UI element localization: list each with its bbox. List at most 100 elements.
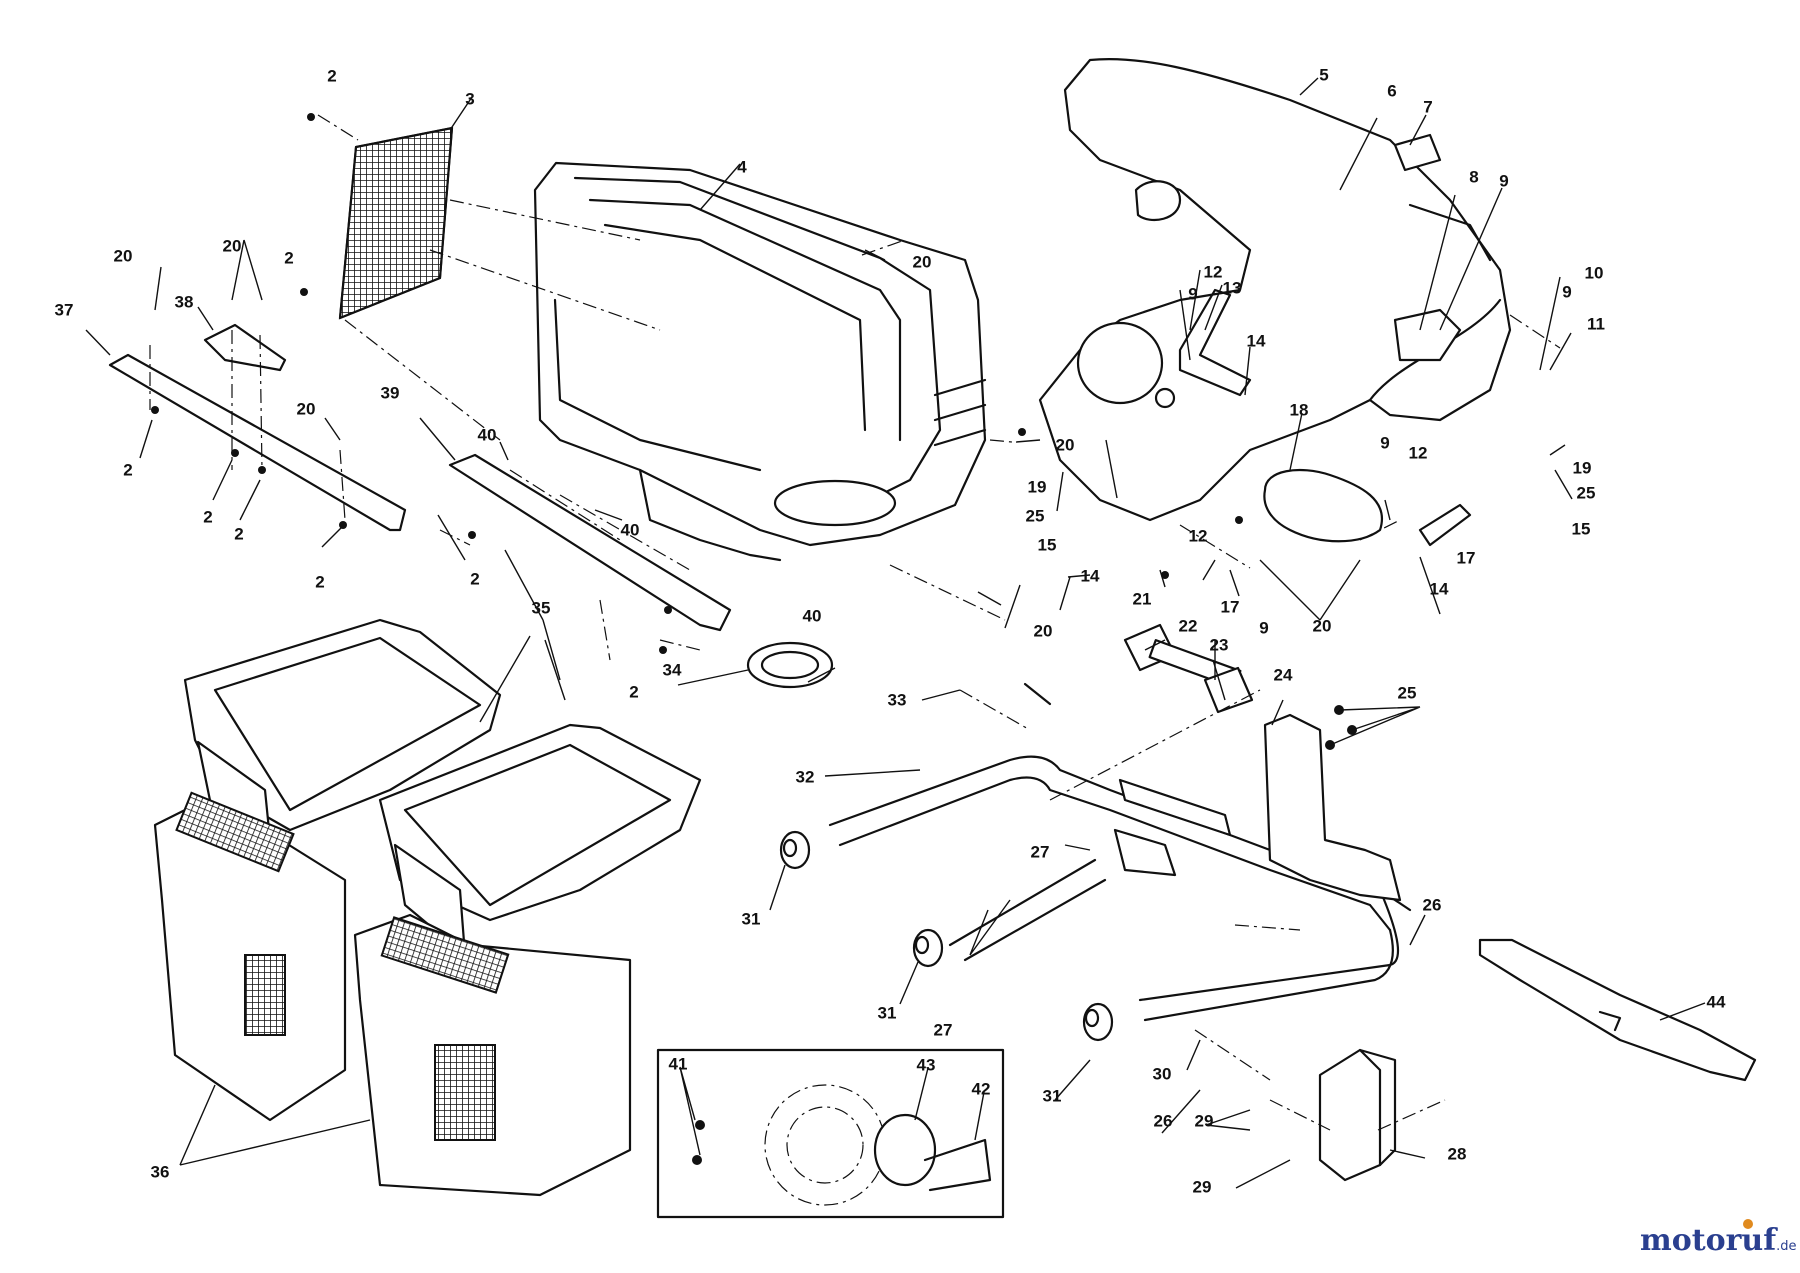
wheel-2: [912, 928, 944, 968]
rear-flap-hinge: [1023, 682, 1052, 706]
wheel-detail-inset: [656, 1048, 1005, 1219]
callout-2-top: 2: [327, 66, 336, 85]
watermark-main: motoruf: [1640, 1223, 1778, 1258]
callout-26-a: 26: [1423, 895, 1442, 914]
callout-8: 8: [1469, 167, 1478, 186]
assembly-lines: [149, 114, 1561, 1131]
lift-plate: [108, 323, 407, 532]
callout-14-c: 14: [1430, 579, 1449, 598]
spring-assembly: [1123, 623, 1254, 714]
callout-2-b: 2: [284, 248, 293, 267]
callout-22: 22: [1179, 616, 1198, 635]
callout-14-b: 14: [1081, 566, 1100, 585]
callout-40-a: 40: [478, 425, 497, 444]
callout-24: 24: [1274, 665, 1293, 684]
callout-41: 41: [669, 1054, 688, 1073]
callout-37: 37: [55, 300, 74, 319]
callout-5: 5: [1319, 65, 1328, 84]
mount-bracket: [1318, 1048, 1397, 1182]
callout-6: 6: [1387, 81, 1396, 100]
callout-17-b: 17: [1221, 597, 1240, 616]
callout-9-c: 9: [1562, 282, 1571, 301]
callout-12-a: 12: [1204, 262, 1223, 281]
callout-42: 42: [972, 1079, 991, 1098]
callout-17-a: 17: [1457, 548, 1476, 567]
callout-20-g: 20: [1034, 621, 1053, 640]
callout-35: 35: [532, 598, 551, 617]
callout-27-a: 27: [1031, 842, 1050, 861]
wheel-1: [779, 830, 811, 870]
callout-15-a: 15: [1038, 535, 1057, 554]
callout-3: 3: [465, 89, 474, 108]
callout-33: 33: [888, 690, 907, 709]
callout-20-f: 20: [1313, 616, 1332, 635]
wheel-3: [1082, 1002, 1114, 1042]
callout-13: 13: [1223, 278, 1242, 297]
callout-25-b: 25: [1577, 483, 1596, 502]
fasteners: [151, 113, 1357, 750]
mower-blade: [1478, 938, 1757, 1082]
callout-21: 21: [1133, 589, 1152, 608]
callout-29-b: 29: [1193, 1177, 1212, 1196]
callout-12-c: 12: [1189, 526, 1208, 545]
callout-29-a: 29: [1195, 1111, 1214, 1130]
callout-7: 7: [1423, 97, 1432, 116]
callout-15-b: 15: [1572, 519, 1591, 538]
callout-2-g: 2: [315, 572, 324, 591]
callout-4: 4: [737, 157, 747, 176]
callout-2-e: 2: [234, 524, 243, 543]
callout-25-c: 25: [1398, 683, 1417, 702]
axle-bracket: [1263, 713, 1402, 902]
bag-right: [353, 913, 632, 1197]
callout-2-h: 2: [629, 682, 638, 701]
callout-9-a: 9: [1499, 171, 1508, 190]
callout-2-d: 2: [203, 507, 212, 526]
callout-39: 39: [381, 383, 400, 402]
discharge-chute: [1038, 57, 1512, 522]
callout-20-a: 20: [913, 252, 932, 271]
callout-2-f: 2: [470, 569, 479, 588]
callout-38: 38: [175, 292, 194, 311]
callout-20-d: 20: [1056, 435, 1075, 454]
leader-lines: [85, 77, 1706, 1189]
bag-frame-right: [378, 723, 702, 957]
callout-20-b: 20: [223, 236, 242, 255]
deflector: [448, 453, 732, 632]
watermark-logo: motoruf.de: [1640, 1219, 1797, 1258]
callout-18: 18: [1290, 400, 1309, 419]
callout-23: 23: [1210, 635, 1229, 654]
callout-40-b: 40: [621, 520, 640, 539]
callout-28: 28: [1448, 1144, 1467, 1163]
callout-44: 44: [1707, 992, 1726, 1011]
callout-9-e: 9: [1259, 618, 1268, 637]
callout-40-c: 40: [803, 606, 822, 625]
bag-left: [153, 791, 347, 1122]
callout-9-b: 9: [1188, 284, 1197, 303]
watermark-tld: .de: [1776, 1239, 1796, 1254]
callout-14-a: 14: [1247, 331, 1266, 350]
callout-31-c: 31: [1043, 1086, 1062, 1105]
callout-20-e: 20: [297, 399, 316, 418]
callout-labels: 2 3 4 5 6 7 8 9 20 2 20 38 20 37 12 13 9…: [55, 65, 1726, 1196]
callout-31-a: 31: [742, 909, 761, 928]
callout-12-b: 12: [1409, 443, 1428, 462]
callout-32: 32: [796, 767, 815, 786]
callout-11: 11: [1587, 314, 1605, 333]
handle-tube: [828, 755, 1412, 1022]
callout-36: 36: [151, 1162, 170, 1181]
callout-25-a: 25: [1026, 506, 1045, 525]
callout-27-b: 27: [934, 1020, 953, 1039]
chute-hinge-right: [1263, 468, 1472, 547]
chute-hinge-left: [1076, 288, 1252, 409]
flange-ring: [746, 641, 834, 689]
callout-43: 43: [917, 1055, 936, 1074]
bagger-top-cover: [533, 161, 987, 562]
callout-31-b: 31: [878, 1003, 897, 1022]
callout-20-c: 20: [114, 246, 133, 265]
callout-9-d: 9: [1380, 433, 1389, 452]
callout-10: 10: [1585, 263, 1604, 282]
callout-30: 30: [1153, 1064, 1172, 1083]
callout-19-a: 19: [1028, 477, 1047, 496]
svg-text:motoruf.de: motoruf.de: [1640, 1223, 1797, 1258]
